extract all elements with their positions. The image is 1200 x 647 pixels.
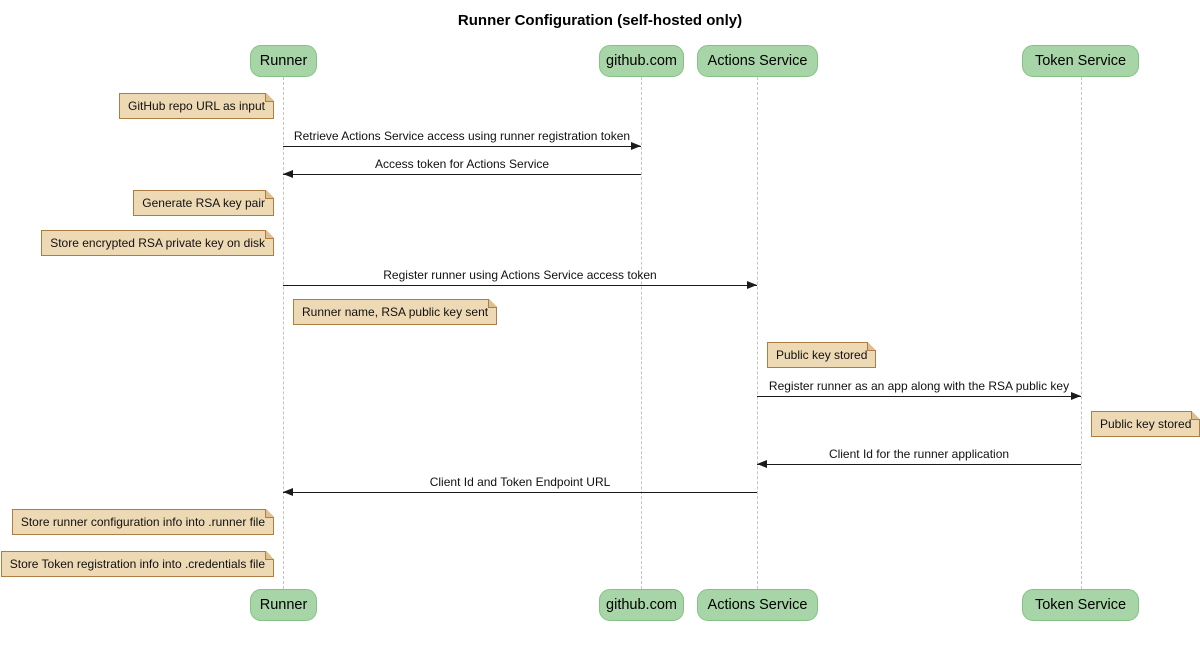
participant-github-top: github.com [599,45,684,77]
note: Generate RSA key pair [133,190,274,216]
message-label: Retrieve Actions Service access using ru… [293,129,631,143]
note-text: Public key stored [1100,417,1192,431]
participant-actions-service-top: Actions Service [697,45,818,77]
participant-token-service-top: Token Service [1022,45,1139,77]
arrowhead-icon [747,281,757,289]
note-text: Public key stored [776,348,868,362]
message-label: Access token for Actions Service [374,157,550,171]
message-line [283,285,757,286]
arrowhead-icon [283,170,293,178]
lifeline-github [641,77,642,589]
note-text: Generate RSA key pair [142,196,265,210]
note-text: Store runner configuration info into .ru… [20,515,265,529]
message-line [283,146,641,147]
participant-runner-top: Runner [250,45,317,77]
note: Public key stored [1091,411,1200,437]
note: Public key stored [767,342,877,368]
message-label: Client Id for the runner application [828,447,1010,461]
message-line [757,396,1081,397]
note-fold [265,93,274,102]
note: Runner name, RSA public key sent [293,299,498,325]
message-line [283,492,757,493]
message-line [757,464,1081,465]
arrowhead-icon [283,488,293,496]
participant-token-service-bottom: Token Service [1022,589,1139,621]
message-label: Client Id and Token Endpoint URL [429,475,611,489]
lifeline-actions-service [757,77,758,589]
lifeline-token-service [1081,77,1082,589]
note-text: Store encrypted RSA private key on disk [50,236,265,250]
note-fold [265,551,274,560]
note: Store runner configuration info into .ru… [11,509,274,535]
message-label: Register runner using Actions Service ac… [383,268,657,282]
note: Store encrypted RSA private key on disk [41,230,274,256]
note-text: GitHub repo URL as input [128,99,265,113]
arrowhead-icon [757,460,767,468]
note-fold [1191,411,1200,420]
lifeline-runner [283,77,284,589]
note-fold [488,299,498,308]
message-label: Register runner as an app along with the… [768,379,1070,393]
note: Store Token registration info into .cred… [0,551,274,577]
arrowhead-icon [1071,392,1081,400]
note-fold [867,342,877,351]
arrowhead-icon [631,142,641,150]
participant-runner-bottom: Runner [250,589,317,621]
diagram-title: Runner Configuration (self-hosted only) [457,12,743,29]
note: GitHub repo URL as input [119,93,274,119]
note-fold [265,190,274,199]
note-fold [265,230,274,239]
message-line [283,174,641,175]
note-fold [265,509,274,518]
note-text: Store Token registration info into .cred… [9,557,265,571]
participant-github-bottom: github.com [599,589,684,621]
note-text: Runner name, RSA public key sent [302,305,489,319]
participant-actions-service-bottom: Actions Service [697,589,818,621]
